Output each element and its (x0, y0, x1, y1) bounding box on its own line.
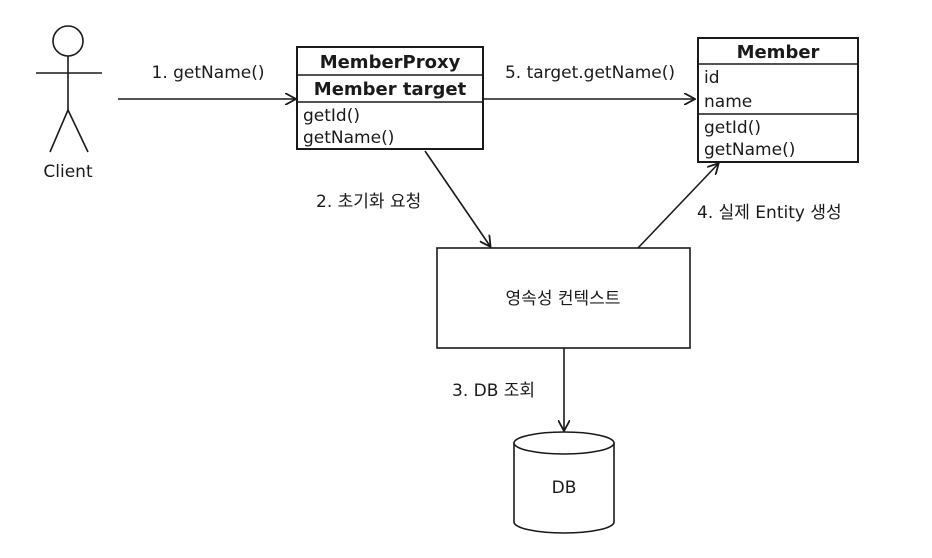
member-proxy-title: MemberProxy (320, 52, 461, 73)
persistence-context: 영속성 컨텍스트 (436, 247, 691, 349)
database: DB (513, 431, 615, 534)
member-entity-field: id (704, 68, 720, 88)
member-entity-title: Member (737, 42, 820, 63)
persistence-context-label: 영속성 컨텍스트 (506, 289, 621, 309)
member-proxy-method: getName() (303, 128, 394, 148)
database-label: DB (552, 478, 577, 498)
arrow-create-entity: 4. 실제 Entity 생성 (637, 164, 842, 249)
member-proxy-field: Member target (314, 79, 467, 100)
member-proxy-box (296, 46, 484, 150)
member-entity-box (697, 37, 859, 163)
step1-label: 1. getName() (152, 63, 265, 83)
arrow-db-query: 3. DB 조회 (452, 348, 564, 430)
member-entity-method: getName() (704, 140, 795, 160)
client-actor: Client (36, 25, 102, 182)
member-entity-field: name (704, 92, 752, 112)
member-proxy-class: MemberProxy Member target getId() getNam… (296, 46, 484, 150)
step4-label: 4. 실제 Entity 생성 (697, 203, 842, 223)
member-entity-method: getId() (704, 118, 761, 138)
client-label: Client (43, 162, 93, 182)
arrow-getname: 1. getName() (118, 63, 295, 99)
stick-figure-icon (36, 25, 102, 153)
persistence-context-box (436, 247, 691, 349)
arrow-target-getname: 5. target.getName() (483, 63, 694, 99)
database-cylinder-icon (513, 431, 615, 534)
arrow-init-request: 2. 초기화 요청 (316, 150, 490, 246)
member-proxy-method: getId() (303, 106, 360, 126)
step2-label: 2. 초기화 요청 (316, 192, 421, 212)
member-entity-class: Member id name getId() getName() (697, 37, 859, 163)
step5-label: 5. target.getName() (505, 63, 675, 83)
step3-label: 3. DB 조회 (452, 381, 535, 401)
